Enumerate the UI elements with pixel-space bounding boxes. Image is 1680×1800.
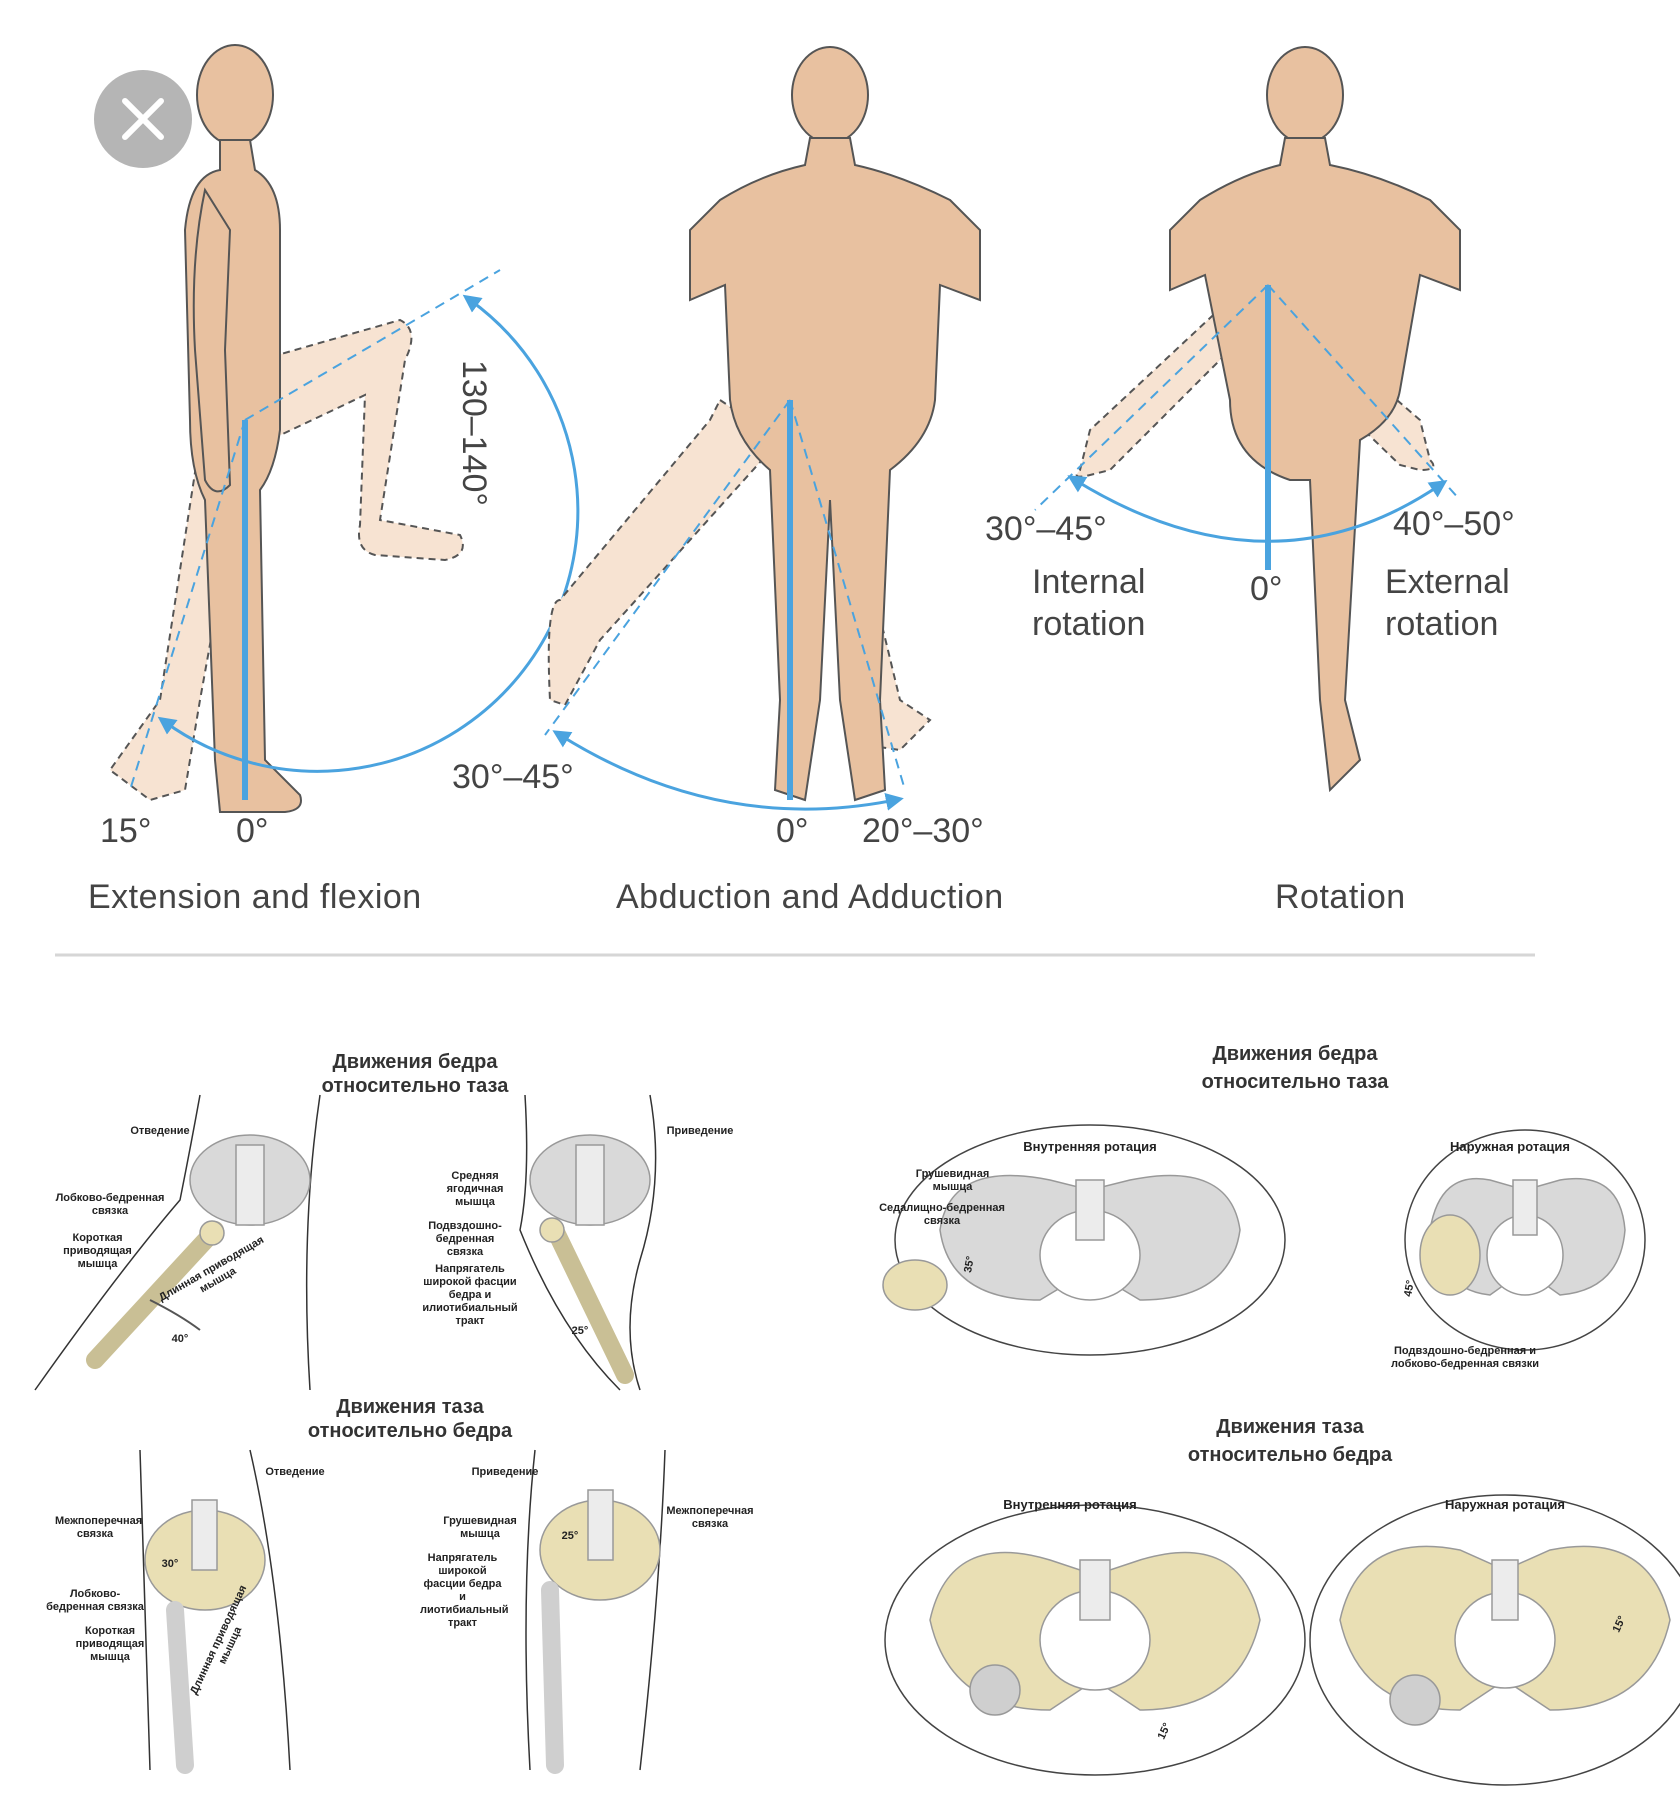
internal-rotation-label-2: rotation [1032, 605, 1146, 643]
extension-flexion-figure [108, 44, 580, 813]
caption-rotation: Rotation [1275, 878, 1406, 916]
br-title-bottom-2: относительно бедра [1187, 1444, 1393, 1466]
br-title-bottom-1: Движения таза [1216, 1416, 1364, 1438]
extension-label: 15° [100, 812, 152, 850]
neutral-label-1: 0° [236, 812, 269, 850]
bl-pubofemoral-2: Лобково-бедренная связка [46, 1588, 144, 1613]
external-rotation-range: 40°–50° [1393, 505, 1515, 543]
bl-angle-25b: 25° [561, 1530, 579, 1542]
bl-angle-25: 25° [571, 1325, 589, 1337]
internal-rotation-range: 30°–45° [985, 510, 1107, 548]
bl-angle-30: 30° [161, 1558, 179, 1570]
bl-intertransverse: Межпоперечная связка [55, 1515, 143, 1540]
hip-range-of-motion-illustration [55, 44, 1535, 957]
br-ischiofemoral: Седалищно-бедренная связка [879, 1202, 1005, 1227]
bl-tfl: Напрягатель широкой фасции бедра и илиот… [422, 1263, 518, 1327]
br-title-top-2: относительно таза [1201, 1071, 1389, 1093]
bl-abduction-label: Отведение [130, 1125, 190, 1137]
internal-rotation-label-1: Internal [1032, 563, 1146, 601]
bl-pubofemoral: Лобково-бедренная связка [55, 1192, 165, 1217]
abduction-range-label: 30°–45° [452, 758, 574, 796]
br-external-rot-2: Наружная ротация [1445, 1497, 1565, 1512]
femur-pelvis-frontal-diagram [34, 1094, 666, 1774]
bl-abduction-label-2: Отведение [265, 1466, 325, 1478]
bl-title-bottom-2: относительно бедра [307, 1420, 513, 1442]
caption-extension-flexion: Extension and flexion [88, 878, 422, 916]
close-icon [122, 98, 164, 140]
abduction-adduction-figure [544, 46, 981, 811]
external-rotation-label-1: External [1385, 563, 1510, 601]
bl-title-top-2: относительно таза [321, 1075, 509, 1097]
bl-short-adductor-2: Короткая приводящая мышца [75, 1625, 145, 1663]
bl-title-top-1: Движения бедра [332, 1051, 498, 1073]
bl-title-bottom-1: Движения таза [336, 1396, 484, 1418]
br-internal-rot-2: Внутренняя ротация [1003, 1497, 1137, 1512]
rotation-figure [1034, 46, 1461, 793]
neutral-label-2: 0° [776, 812, 809, 850]
flexion-range-label: 130–140° [455, 360, 493, 506]
close-button[interactable] [94, 70, 192, 168]
bl-tfl-2: Напрягатель широкой фасции бедра и лиоти… [420, 1552, 509, 1629]
bl-intertransverse-2: Межпоперечная связка [666, 1505, 754, 1530]
neutral-label-3: 0° [1250, 570, 1283, 608]
femur-pelvis-axial-diagram [882, 1124, 1680, 1786]
br-title-top-1: Движения бедра [1212, 1043, 1378, 1065]
adduction-range-label: 20°–30° [862, 812, 984, 850]
bl-iliofemoral: Подвздошно-бедренная связка [428, 1220, 502, 1258]
bl-piriformis: Грушевидная мышца [443, 1515, 517, 1540]
bl-adduction-label-2: Приведение [471, 1466, 539, 1478]
br-piriformis: Грушевидная мышца [915, 1168, 990, 1193]
bl-adduction-label: Приведение [666, 1125, 734, 1137]
br-internal-rot: Внутренняя ротация [1023, 1139, 1157, 1154]
external-rotation-label-2: rotation [1385, 605, 1499, 643]
caption-abduction-adduction: Abduction and Adduction [616, 878, 1004, 916]
br-external-rot: Наружная ротация [1450, 1139, 1570, 1154]
bl-angle-40: 40° [171, 1333, 189, 1345]
br-ilio-pubo: Подвздошно-бедренная и лобково-бедренная… [1391, 1345, 1539, 1370]
bl-gluteus-medius: Средняя ягодичная мышца [446, 1170, 504, 1208]
bl-short-adductor: Короткая приводящая мышца [63, 1232, 132, 1270]
